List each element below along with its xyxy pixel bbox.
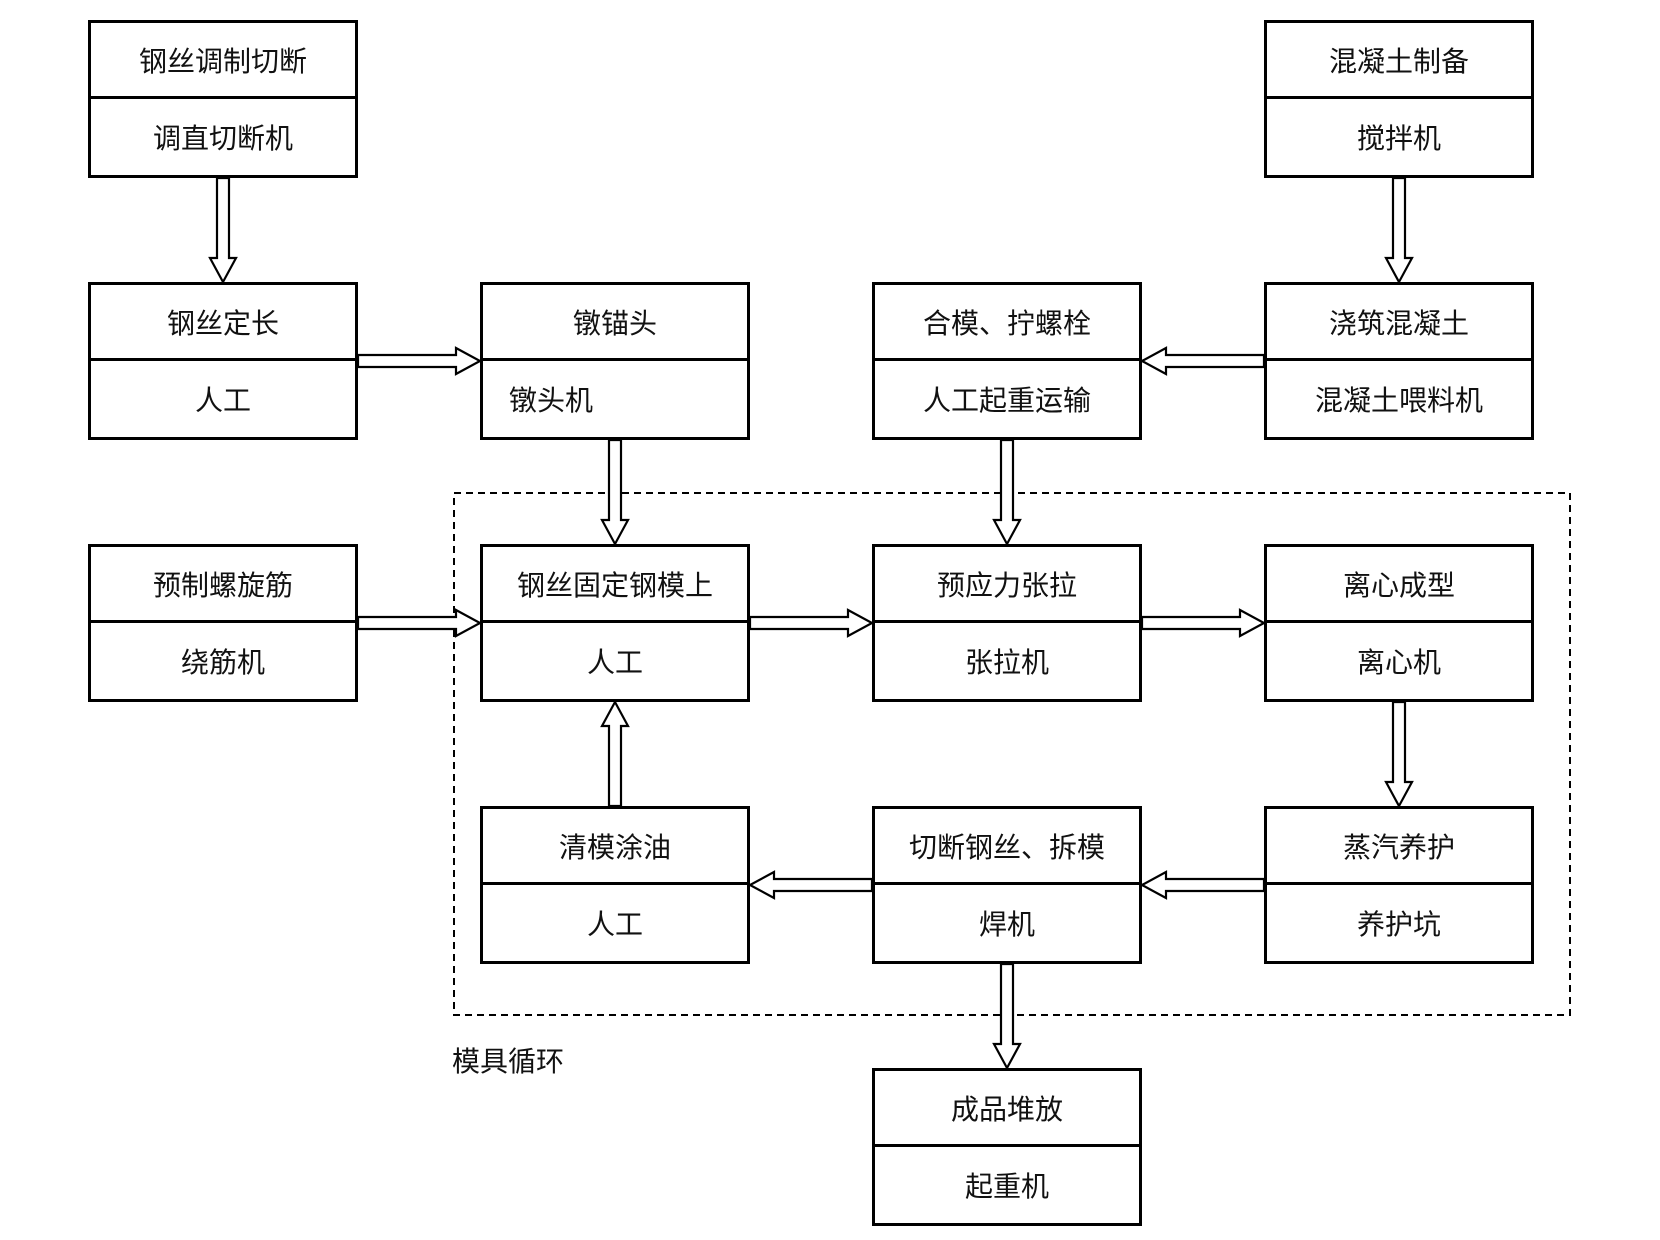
node-step-label: 钢丝定长: [91, 285, 355, 361]
node-wire-length-fixing: 钢丝定长 人工: [88, 282, 358, 440]
node-tool-label: 焊机: [978, 908, 1035, 941]
node-tool-label: 绕筋机: [180, 646, 265, 679]
node-step-label: 浇筑混凝土: [1267, 285, 1531, 361]
node-step-label: 镦锚头: [483, 285, 747, 361]
node-spiral-rebar-prefab: 预制螺旋筋 绕筋机: [88, 544, 358, 702]
node-step-label: 预制螺旋筋: [91, 547, 355, 623]
node-prestress-tensioning: 预应力张拉 张拉机: [872, 544, 1142, 702]
node-steam-curing: 蒸汽养护 养护坑: [1264, 806, 1534, 964]
flow-arrow-n7-to-n8: [356, 608, 483, 638]
flow-arrow-n12-to-n14: [992, 962, 1022, 1071]
node-step-label: 蒸汽养护: [1267, 809, 1531, 885]
flow-arrow-n8-to-n9: [748, 608, 875, 638]
node-cut-wire-demold: 切断钢丝、拆模 焊机: [872, 806, 1142, 964]
flow-arrow-n10-to-n13: [1384, 700, 1414, 809]
node-step-label: 预应力张拉: [875, 547, 1139, 623]
node-tool-label: 人工起重运输: [922, 384, 1091, 417]
node-step-label: 清模涂油: [483, 809, 747, 885]
node-tool-label: 离心机: [1356, 646, 1441, 679]
flow-arrow-n2-to-n3: [356, 346, 483, 376]
flow-arrow-n11-to-n8: [600, 699, 630, 808]
flow-arrow-n12-to-n11: [747, 870, 874, 900]
node-product-stacking: 成品堆放 起重机: [872, 1068, 1142, 1226]
node-tool-label: 人工: [586, 646, 643, 679]
node-concrete-preparation: 混凝土制备 搅拌机: [1264, 20, 1534, 178]
flow-arrow-n4-to-n9: [992, 438, 1022, 547]
node-wire-straighten-cut: 钢丝调制切断 调直切断机: [88, 20, 358, 178]
node-concrete-pouring: 浇筑混凝土 混凝土喂料机: [1264, 282, 1534, 440]
node-mold-closing: 合模、拧螺栓 人工起重运输: [872, 282, 1142, 440]
node-mold-clean-oil: 清模涂油 人工: [480, 806, 750, 964]
node-step-label: 混凝土制备: [1267, 23, 1531, 99]
node-tool-label: 起重机: [964, 1170, 1049, 1203]
node-step-label: 合模、拧螺栓: [875, 285, 1139, 361]
node-tool-label: 人工: [194, 384, 251, 417]
node-tool-label: 镦头机: [509, 384, 594, 417]
flow-arrow-n1-to-n2: [208, 176, 238, 285]
node-step-label: 钢丝调制切断: [91, 23, 355, 99]
node-tool-label: 人工: [586, 908, 643, 941]
flow-arrow-n6-to-n4: [1139, 346, 1266, 376]
flow-arrow-n3-to-n8: [600, 438, 630, 547]
node-tool-label: 养护坑: [1356, 908, 1441, 941]
node-tool-label: 调直切断机: [152, 122, 293, 155]
node-step-label: 离心成型: [1267, 547, 1531, 623]
node-step-label: 钢丝固定钢模上: [483, 547, 747, 623]
mold-loop-label: 模具循环: [452, 1045, 565, 1078]
node-tool-label: 张拉机: [964, 646, 1049, 679]
node-tool-label: 混凝土喂料机: [1314, 384, 1483, 417]
node-tool-label: 搅拌机: [1356, 122, 1441, 155]
flow-arrow-n13-to-n12: [1139, 870, 1266, 900]
node-wire-fix-on-mold: 钢丝固定钢模上 人工: [480, 544, 750, 702]
flow-arrow-n9-to-n10: [1140, 608, 1267, 638]
flow-arrow-n5-to-n6: [1384, 176, 1414, 285]
node-step-label: 成品堆放: [875, 1071, 1139, 1147]
node-step-label: 切断钢丝、拆模: [875, 809, 1139, 885]
node-centrifugal-forming: 离心成型 离心机: [1264, 544, 1534, 702]
node-anchor-heading: 镦锚头 镦头机: [480, 282, 750, 440]
